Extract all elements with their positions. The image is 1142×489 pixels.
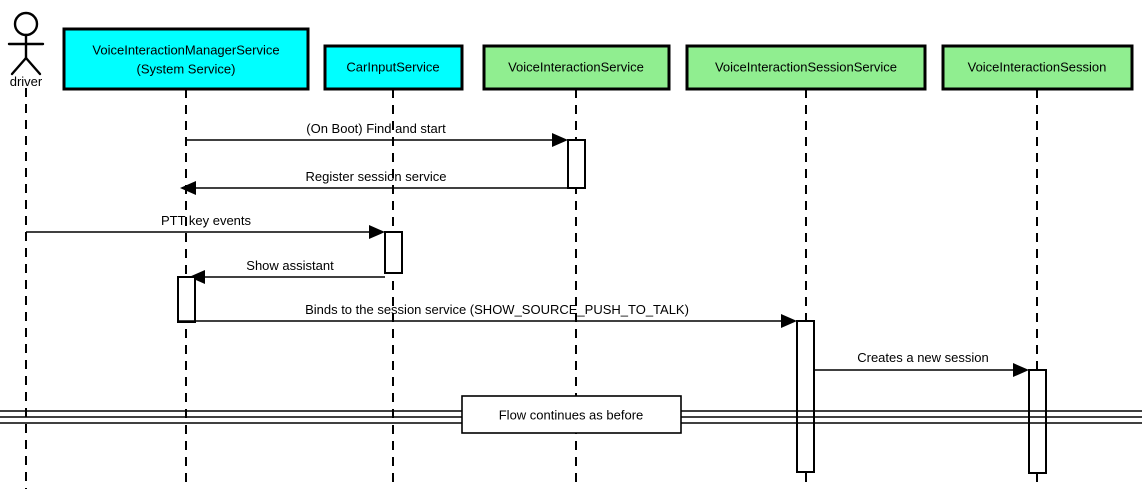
participant-label-vims-line1: VoiceInteractionManagerService <box>92 42 279 57</box>
participant-label-vis: VoiceInteractionService <box>508 59 644 74</box>
actor-driver[interactable]: driver <box>7 11 45 89</box>
participant-viss[interactable]: VoiceInteractionSessionService <box>685 44 927 91</box>
participant-label-vims-line2: (System Service) <box>137 61 236 76</box>
participant-label-viss: VoiceInteractionSessionService <box>715 59 897 74</box>
delay-note-label: Flow continues as before <box>499 407 644 422</box>
activation-bar-carinput <box>384 231 403 274</box>
message-label: Creates a new session <box>857 350 989 365</box>
message-register-session-service[interactable]: Register session service <box>180 169 568 195</box>
delay-note-box[interactable] <box>461 395 682 434</box>
message-label: PTT key events <box>161 213 252 228</box>
actor-head-icon <box>13 11 39 37</box>
actor-label-driver: driver <box>10 74 43 89</box>
activation-bar-viss <box>796 320 815 473</box>
message-creates-a-new-session[interactable]: Creates a new session <box>814 350 1029 377</box>
arrowhead-right-icon <box>781 314 797 328</box>
participant-vims[interactable]: VoiceInteractionManagerService (System S… <box>62 27 310 91</box>
actor-leg-left-icon <box>10 56 28 76</box>
arrowhead-right-icon <box>1013 363 1029 377</box>
activation-bar-session <box>1028 369 1047 474</box>
delay-separator: Flow continues as before <box>0 395 1142 434</box>
participant-carinput[interactable]: CarInputService <box>323 44 464 91</box>
message-show-assistant[interactable]: Show assistant <box>189 258 385 284</box>
message-label: Register session service <box>306 169 447 184</box>
arrowhead-left-icon <box>189 270 205 284</box>
participant-box-vims[interactable] <box>62 27 310 91</box>
participant-box-vis[interactable] <box>482 44 671 91</box>
actor-leg-right-icon <box>24 56 42 76</box>
message-ptt-key-events[interactable]: PTT key events <box>26 213 385 239</box>
arrowhead-left-icon <box>180 181 196 195</box>
activation-bar-vims <box>177 276 196 323</box>
message-label: (On Boot) Find and start <box>306 121 446 136</box>
message-binds-to-session-service[interactable]: Binds to the session service (SHOW_SOURC… <box>178 302 797 328</box>
message-label: Binds to the session service (SHOW_SOURC… <box>305 302 689 317</box>
message-on-boot-find-and-start[interactable]: (On Boot) Find and start <box>186 121 568 147</box>
activation-bar-vis <box>567 139 586 189</box>
participant-box-carinput[interactable] <box>323 44 464 91</box>
arrowhead-right-icon <box>369 225 385 239</box>
message-label: Show assistant <box>246 258 334 273</box>
participant-label-carinput: CarInputService <box>346 59 439 74</box>
participant-box-session[interactable] <box>941 44 1134 91</box>
participant-session[interactable]: VoiceInteractionSession <box>941 44 1134 91</box>
participant-box-viss[interactable] <box>685 44 927 91</box>
arrowhead-right-icon <box>552 133 568 147</box>
participant-label-session: VoiceInteractionSession <box>968 59 1107 74</box>
participant-vis[interactable]: VoiceInteractionService <box>482 44 671 91</box>
